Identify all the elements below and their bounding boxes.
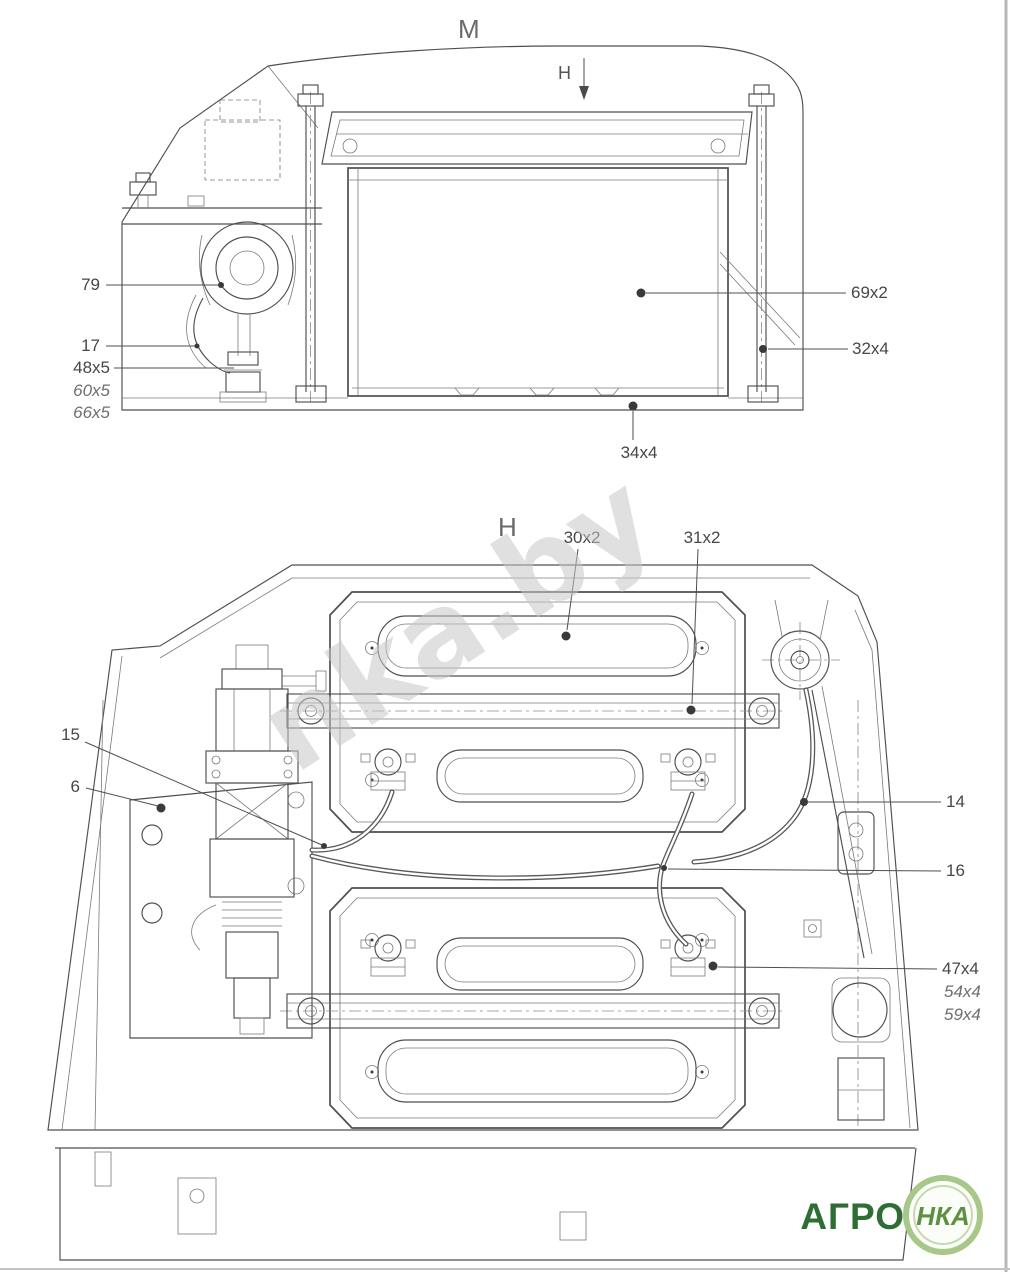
callout-47x4: 47x4 (942, 959, 979, 978)
battery-2 (280, 887, 786, 1129)
callout-30x2: 30x2 (564, 528, 601, 547)
tie-rod-left (295, 84, 327, 403)
battery-1 (280, 591, 786, 833)
logo-inner-ring (913, 1185, 973, 1245)
down-arrow-icon (579, 86, 589, 100)
callout-34x4: 34x4 (621, 443, 658, 462)
logo-text-circle: НКА (916, 1201, 970, 1231)
callout-14: 14 (946, 792, 965, 811)
logo-text-left: АГРО (800, 1196, 905, 1237)
callout-16: 16 (946, 861, 965, 880)
tie-rod-right (747, 84, 779, 403)
callout-32x4: 32x4 (852, 339, 889, 358)
watermark-text: nka.by (237, 448, 676, 798)
left-bracket-plate (129, 781, 313, 1039)
section-arrow-label: H (558, 63, 571, 83)
callout-79: 79 (81, 275, 100, 294)
callout-31x2: 31x2 (684, 528, 721, 547)
battery-cables (309, 687, 816, 947)
callout-59x4: 59x4 (944, 1005, 981, 1024)
callouts-view-m: 79 17 48x5 60x5 66x5 34x4 69x2 32x4 (73, 275, 889, 462)
battery-box-side (347, 167, 729, 397)
logo-agronka: АГРО НКА (800, 1175, 983, 1255)
view-m-label: M (458, 14, 480, 44)
section-arrow-h: H (558, 58, 589, 100)
flange (198, 221, 297, 315)
callout-17: 17 (81, 336, 100, 355)
callout-69x2: 69x2 (851, 283, 888, 302)
callout-66x5: 66x5 (73, 403, 110, 422)
valve-unit (191, 644, 327, 1035)
view-h-label: H (498, 512, 517, 542)
callout-60x5: 60x5 (73, 381, 110, 400)
callouts-view-h: 30x2 31x2 15 6 14 16 47x4 54x4 59x4 (61, 528, 981, 1024)
callout-6: 6 (71, 777, 80, 796)
callout-15: 15 (61, 725, 80, 744)
view-m: M H (73, 14, 889, 462)
terminal-clamp (660, 934, 716, 977)
logo-ring (903, 1175, 983, 1255)
callout-54x4: 54x4 (944, 982, 981, 1001)
terminal-clamp (360, 934, 416, 977)
holddown-frame-side (321, 111, 753, 165)
right-assembly (762, 599, 891, 1130)
callout-48x5: 48x5 (73, 358, 110, 377)
